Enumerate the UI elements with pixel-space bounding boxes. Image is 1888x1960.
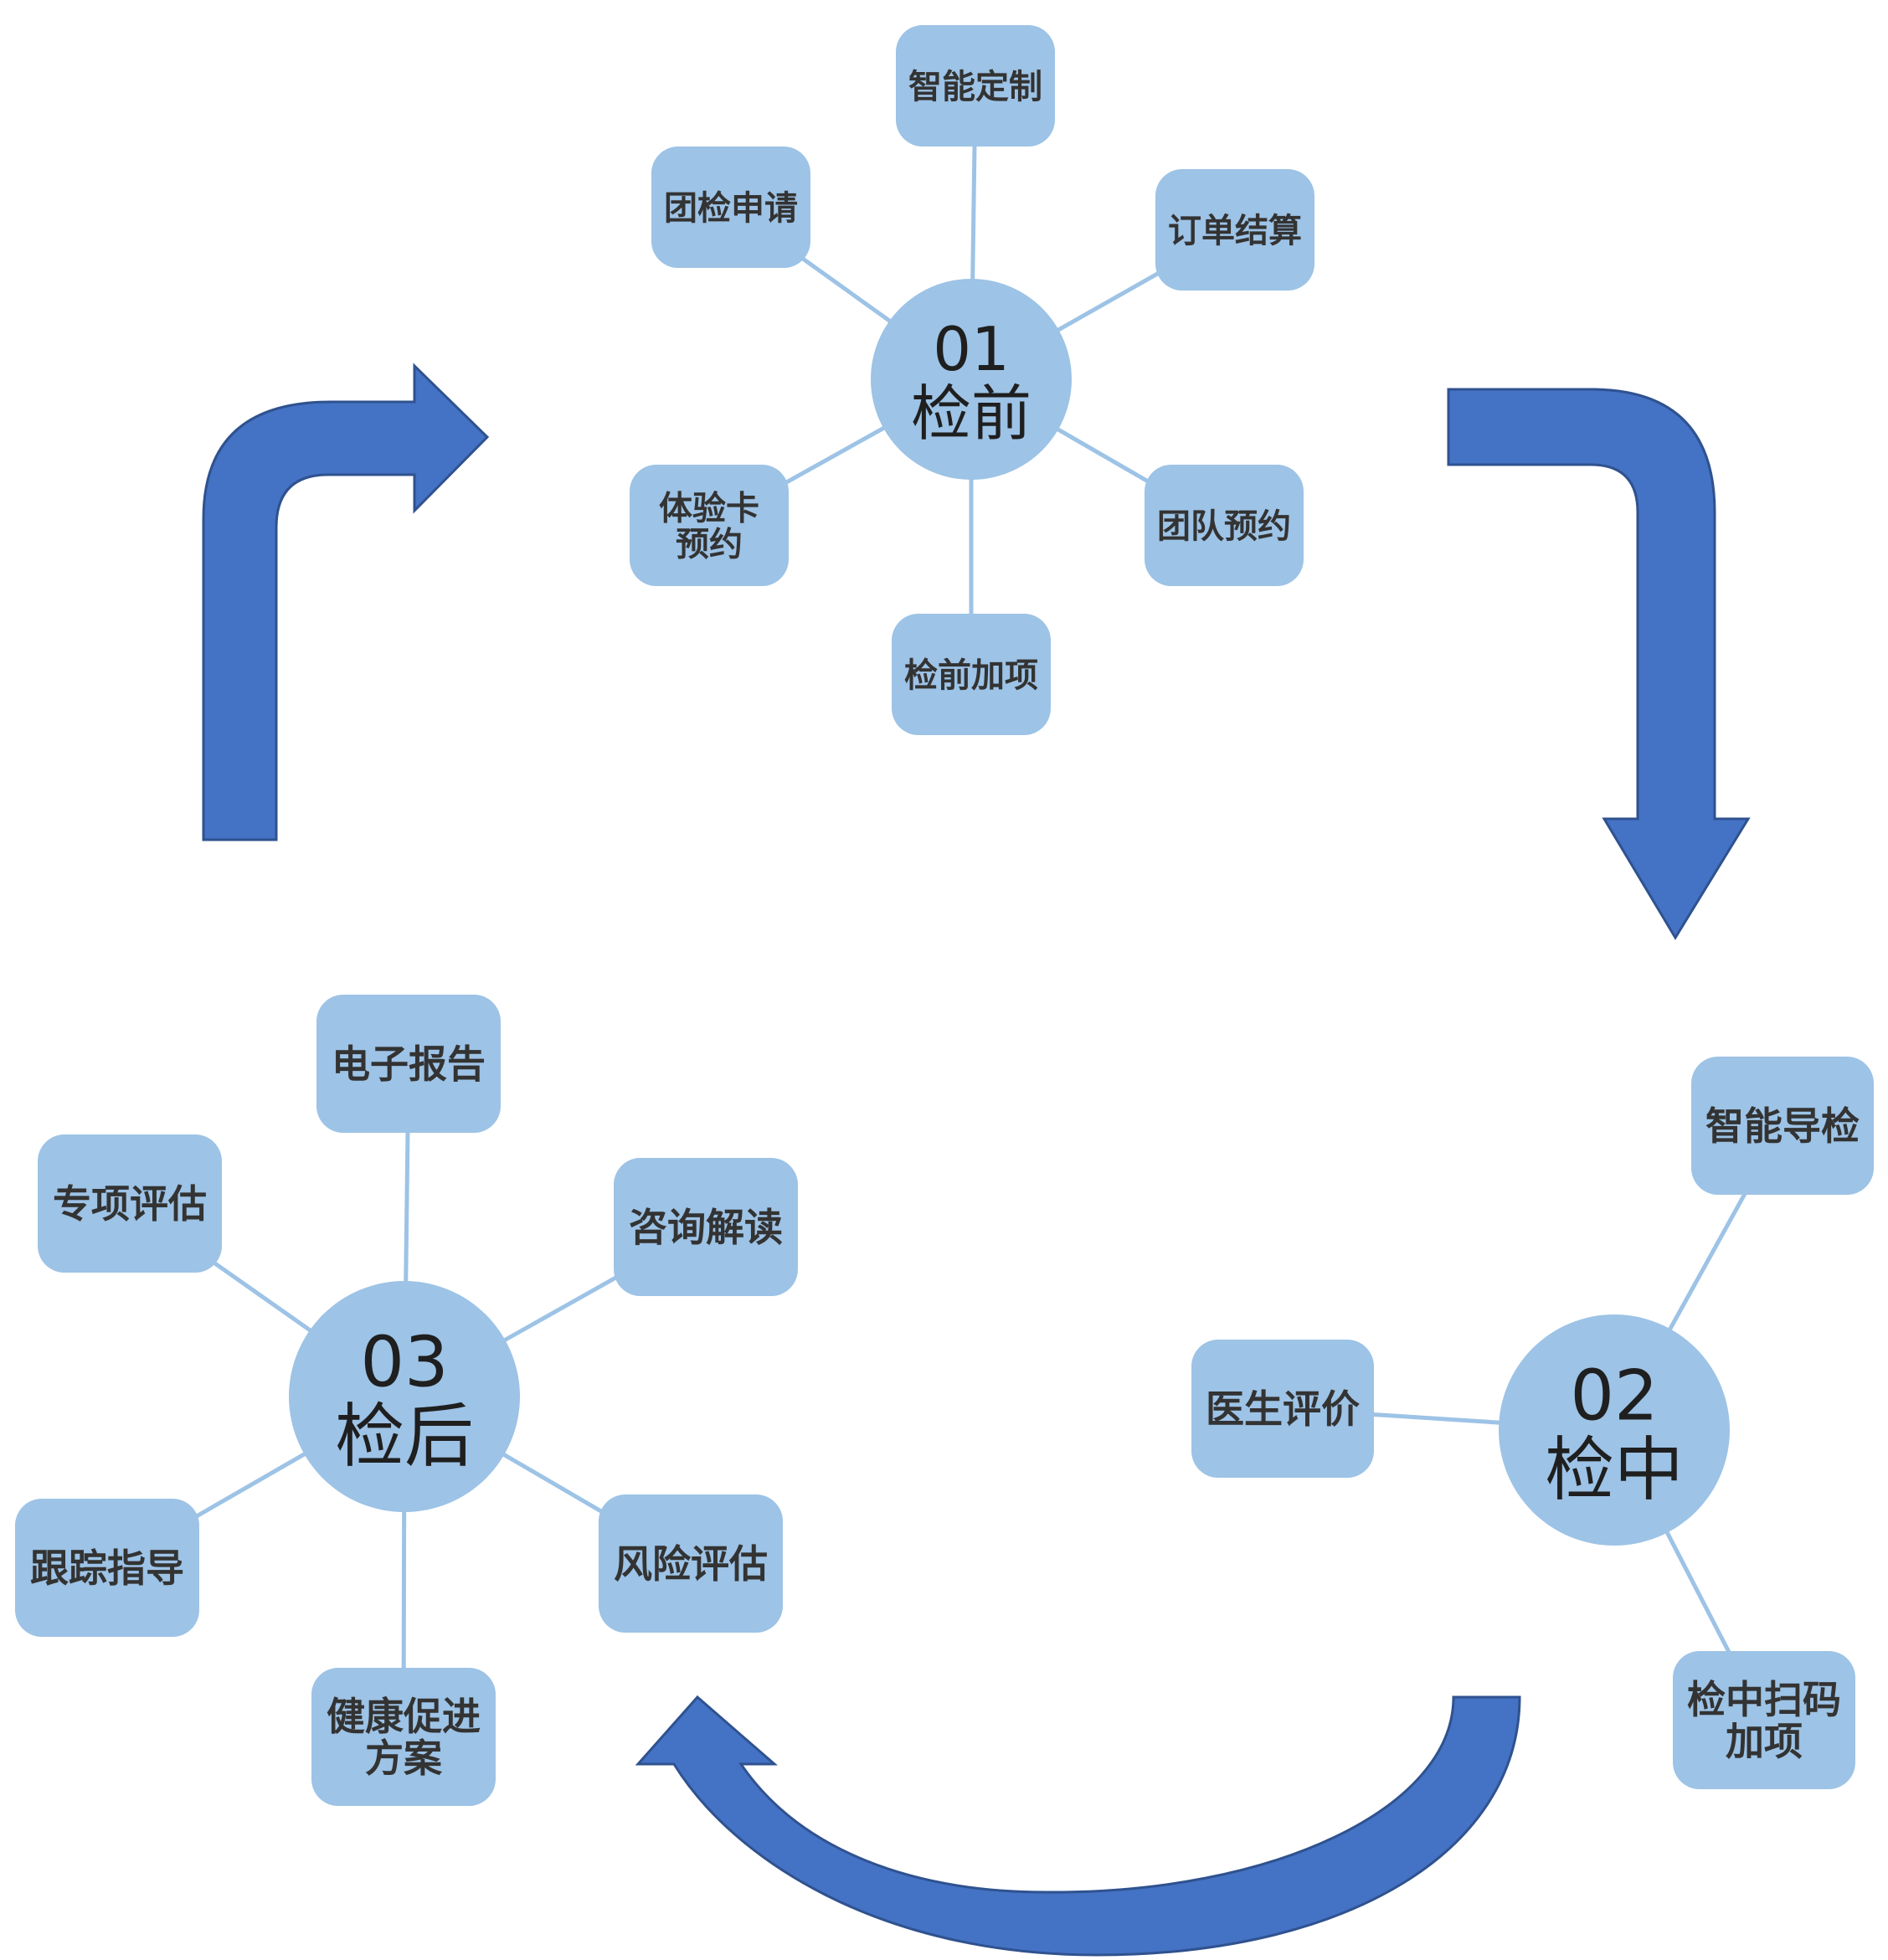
feature-node: 团队预约 xyxy=(1145,465,1304,586)
feature-node: 医生评价 xyxy=(1191,1340,1374,1478)
arrow-right-icon xyxy=(1447,388,1751,940)
feature-node: 订单结算 xyxy=(1155,169,1314,291)
feature-node-box xyxy=(630,465,789,586)
stage-label: 检中 xyxy=(1545,1429,1684,1510)
feature-node: 专项评估 xyxy=(38,1134,222,1273)
stage-hub-circle xyxy=(289,1281,520,1512)
stage-number: 01 xyxy=(933,314,1010,384)
feature-node-label: 检中扫码 xyxy=(1687,1677,1841,1722)
feature-node: 检前加项 xyxy=(892,614,1051,735)
feature-node-label: 医生评价 xyxy=(1206,1386,1360,1432)
feature-node-label: 跟踪指导 xyxy=(30,1546,184,1591)
feature-node-box xyxy=(599,1494,783,1633)
feature-node-label: 检前加项 xyxy=(904,656,1038,695)
feature-node-label: 团队预约 xyxy=(1157,507,1291,546)
stage-hub-circle xyxy=(871,279,1072,480)
feature-node-label: 健康促进 xyxy=(327,1694,481,1739)
feature-node-label: 订单结算 xyxy=(1168,212,1302,250)
feature-node-label: 团检申请 xyxy=(664,189,798,228)
feature-node-box xyxy=(651,147,810,268)
feature-node: 智能定制 xyxy=(896,25,1055,147)
feature-node-box xyxy=(1191,1340,1374,1478)
feature-node: 咨询解读 xyxy=(614,1158,798,1296)
feature-node-box xyxy=(1673,1651,1855,1789)
feature-node-label: 智能导检 xyxy=(1705,1103,1860,1149)
feature-node-label: 专项评估 xyxy=(53,1181,207,1227)
feature-node-label: 咨询解读 xyxy=(629,1205,783,1250)
stage-label: 检后 xyxy=(335,1396,474,1477)
node-boxes: 智能定制团检申请订单结算体验卡预约团队预约检前加项智能导检医生评价检中扫码加项电… xyxy=(15,25,1874,1806)
feature-node-box xyxy=(614,1158,798,1296)
stage-hub-circle xyxy=(1499,1314,1730,1546)
feature-node: 跟踪指导 xyxy=(15,1499,199,1637)
feature-node-box xyxy=(1145,465,1304,586)
feature-node-box xyxy=(1155,169,1314,291)
feature-node: 团检申请 xyxy=(651,147,810,268)
feature-node-box xyxy=(316,995,501,1133)
feature-node-box xyxy=(896,25,1055,147)
arrow-up-right-icon xyxy=(202,363,490,841)
feature-node: 电子报告 xyxy=(316,995,501,1133)
feature-node-box xyxy=(311,1668,496,1806)
feature-node-label: 风险评估 xyxy=(614,1541,768,1587)
arrow-curved-left-icon xyxy=(635,1695,1521,1957)
feature-node: 智能导检 xyxy=(1691,1057,1874,1195)
feature-node-label: 预约 xyxy=(676,526,743,564)
feature-node-label: 加项 xyxy=(1726,1719,1803,1764)
feature-node-box xyxy=(15,1499,199,1637)
stage-number: 02 xyxy=(1570,1356,1658,1437)
feature-node-box xyxy=(892,614,1051,735)
stage-number: 03 xyxy=(360,1322,448,1403)
feature-node: 风险评估 xyxy=(599,1494,783,1633)
stage-label: 检前 xyxy=(911,378,1031,449)
feature-node-label: 电子报告 xyxy=(332,1042,486,1087)
feature-node-label: 智能定制 xyxy=(908,68,1042,106)
feature-node-box xyxy=(38,1134,222,1273)
feature-node-label: 方案 xyxy=(365,1736,443,1781)
feature-node-label: 体验卡 xyxy=(659,489,759,527)
feature-node-box xyxy=(1691,1057,1874,1195)
